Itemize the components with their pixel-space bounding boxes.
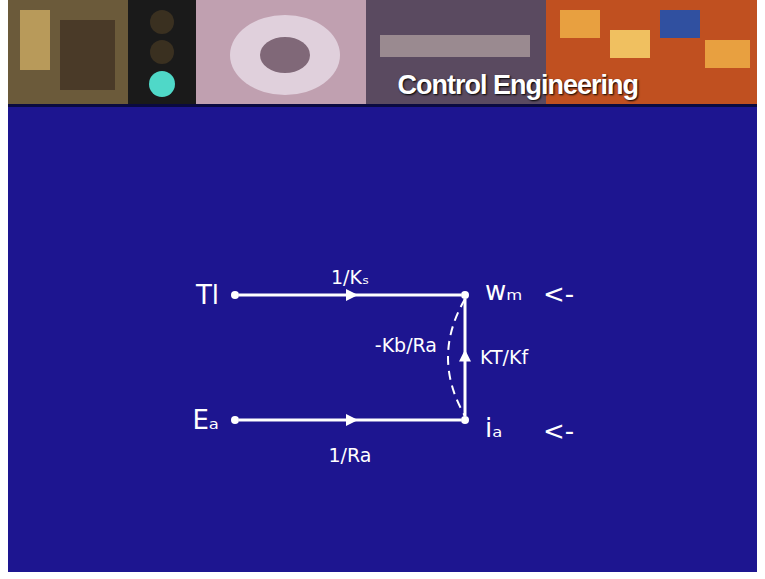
signal-node: wₘ bbox=[461, 291, 469, 299]
gain-label: -Kb/Ra bbox=[375, 336, 437, 355]
gain-label: 1/Ra bbox=[329, 446, 372, 465]
signal-branch bbox=[459, 299, 471, 416]
feedback-branch bbox=[448, 299, 465, 416]
banner-title: Control Engineering bbox=[398, 72, 639, 99]
node-label: iₐ bbox=[485, 415, 502, 441]
signal-branch bbox=[239, 414, 461, 426]
gain-label: 1/Kₛ bbox=[331, 268, 369, 287]
signal-node: iₐ bbox=[461, 416, 469, 424]
pointer-mark: <- bbox=[543, 281, 574, 307]
node-label: Tl bbox=[196, 282, 219, 308]
gain-label: KT/Kf bbox=[480, 348, 528, 367]
signal-node: Eₐ bbox=[231, 416, 239, 424]
pointer-mark: <- bbox=[543, 418, 574, 444]
signal-node: Tl bbox=[231, 291, 239, 299]
node-label: Eₐ bbox=[192, 407, 219, 433]
node-label: wₘ bbox=[485, 278, 522, 304]
signal-branch bbox=[239, 289, 461, 301]
